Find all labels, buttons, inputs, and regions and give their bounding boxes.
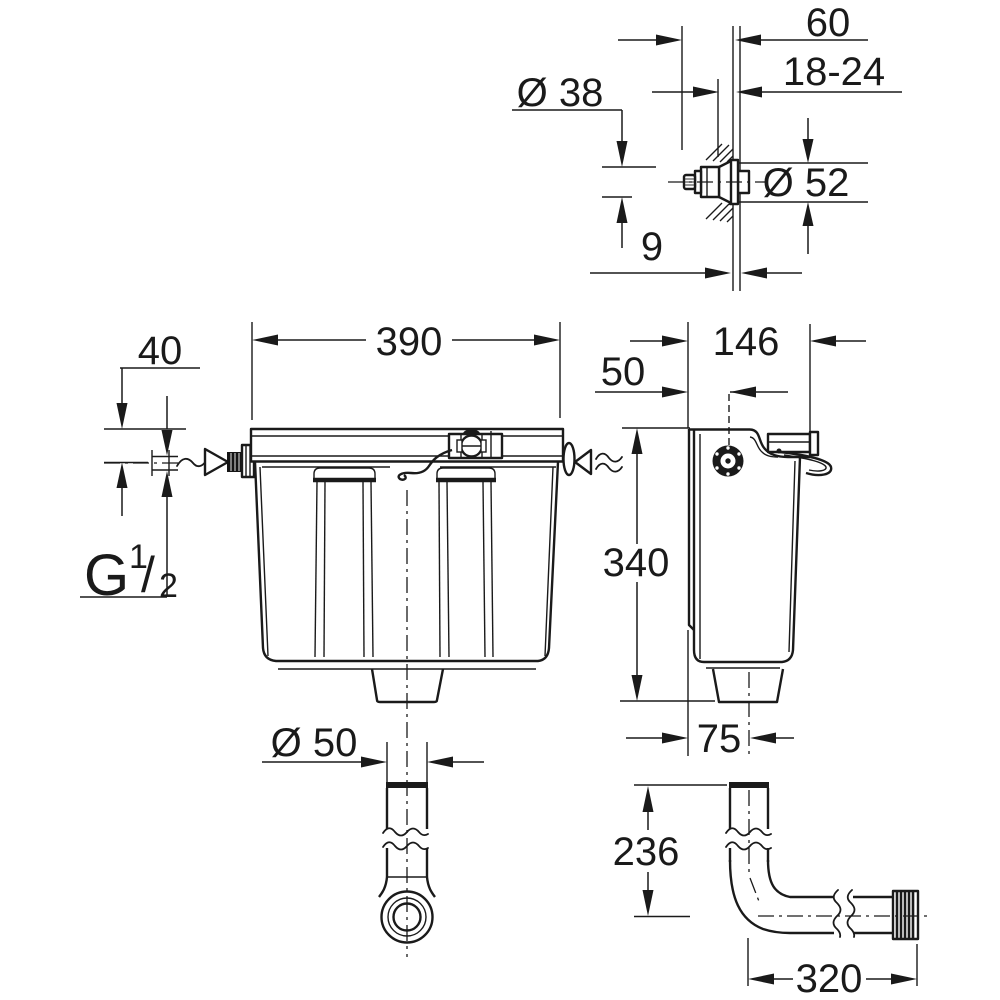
side-body — [687, 428, 833, 758]
dim-label-button-offset: 50 — [601, 350, 646, 394]
dim-label-depth: 146 — [713, 320, 780, 364]
wall-detail-view: 60 18-24 Ø 38 Ø 52 — [512, 1, 902, 291]
dim-label-escutcheon-diameter: Ø 52 — [763, 161, 850, 205]
hose-clamp — [766, 430, 833, 477]
dim-pipe-height-236: 236 — [613, 784, 727, 918]
tank-lid — [249, 427, 565, 463]
flush-bend-pipe-view: 236 — [613, 782, 928, 1000]
dim-outlet-offset-75: 75 — [626, 630, 794, 761]
water-inlet-right — [562, 441, 623, 477]
outlet-stub-side — [711, 668, 785, 704]
threaded-end — [891, 889, 920, 941]
thread-callout: G 1 / 2 — [80, 396, 178, 608]
dim-label-pipe-height: 236 — [613, 830, 680, 874]
dim-label-height: 340 — [603, 541, 670, 585]
elbow-outer — [728, 859, 834, 935]
valve-cap — [463, 428, 480, 433]
internal-guides — [314, 481, 494, 658]
dim-width-390: 390 — [251, 320, 561, 420]
bend-pipe-body — [725, 782, 928, 941]
dim-label-outlet-offset: 75 — [697, 717, 742, 761]
water-inlet-left — [104, 443, 256, 479]
cistern-side-view: 146 50 340 — [595, 320, 866, 761]
dim-label-inlet-drop: 40 — [138, 329, 183, 373]
break-symbol — [595, 452, 623, 473]
lid-valve-assembly — [397, 428, 504, 481]
valve-hose — [397, 448, 453, 481]
tank-body — [253, 461, 560, 957]
wire-clip — [779, 450, 833, 477]
dim-label-depth: 60 — [806, 1, 851, 45]
dim-rod-diameter: Ø 38 — [512, 71, 656, 248]
dim-inlet-drop-40: 40 — [104, 329, 200, 516]
flush-valve-top — [313, 467, 376, 481]
dim-offset-9: 9 — [590, 225, 802, 279]
flow-direction-icon — [203, 447, 230, 477]
dim-depth-60: 60 — [618, 1, 868, 150]
outlet-pipe-front — [378, 782, 436, 944]
dim-label-outlet-diameter: Ø 50 — [271, 721, 358, 765]
fill-valve-top — [436, 467, 496, 481]
flow-direction-icon — [573, 448, 593, 476]
break-symbol — [176, 457, 207, 468]
inlet-pipe-stub — [152, 455, 178, 471]
inlet-thread — [227, 452, 242, 472]
dim-height-340: 340 — [603, 427, 715, 702]
dim-pipe-length-320: 320 — [747, 938, 918, 1000]
actuator-knob — [712, 445, 744, 477]
dim-label-width: 390 — [376, 320, 443, 364]
dim-label-rod-diameter: Ø 38 — [517, 71, 604, 115]
outlet-stub-front — [370, 668, 445, 704]
thread-size-label: G 1 / 2 — [84, 538, 178, 608]
inlet-grommet — [562, 441, 576, 477]
dim-label-offset: 9 — [641, 225, 663, 269]
dim-button-offset-50: 50 — [595, 350, 788, 449]
actuator-rod — [668, 158, 765, 206]
elbow-inner — [766, 859, 834, 899]
dim-panel-thickness: 18-24 — [652, 50, 902, 157]
cistern-front-view: 390 40 G 1 / 2 — [80, 320, 623, 957]
dim-outlet-diameter: Ø 50 — [262, 721, 484, 782]
bracket-arm — [749, 428, 810, 459]
dim-label-pipe-length: 320 — [796, 957, 863, 1000]
pipe-end-ring — [380, 890, 434, 944]
mount-flange — [687, 429, 695, 631]
dim-label-panel-thickness: 18-24 — [783, 50, 885, 94]
dim-escutcheon-diameter: Ø 52 — [737, 118, 868, 254]
dim-depth-146: 146 — [630, 320, 866, 431]
